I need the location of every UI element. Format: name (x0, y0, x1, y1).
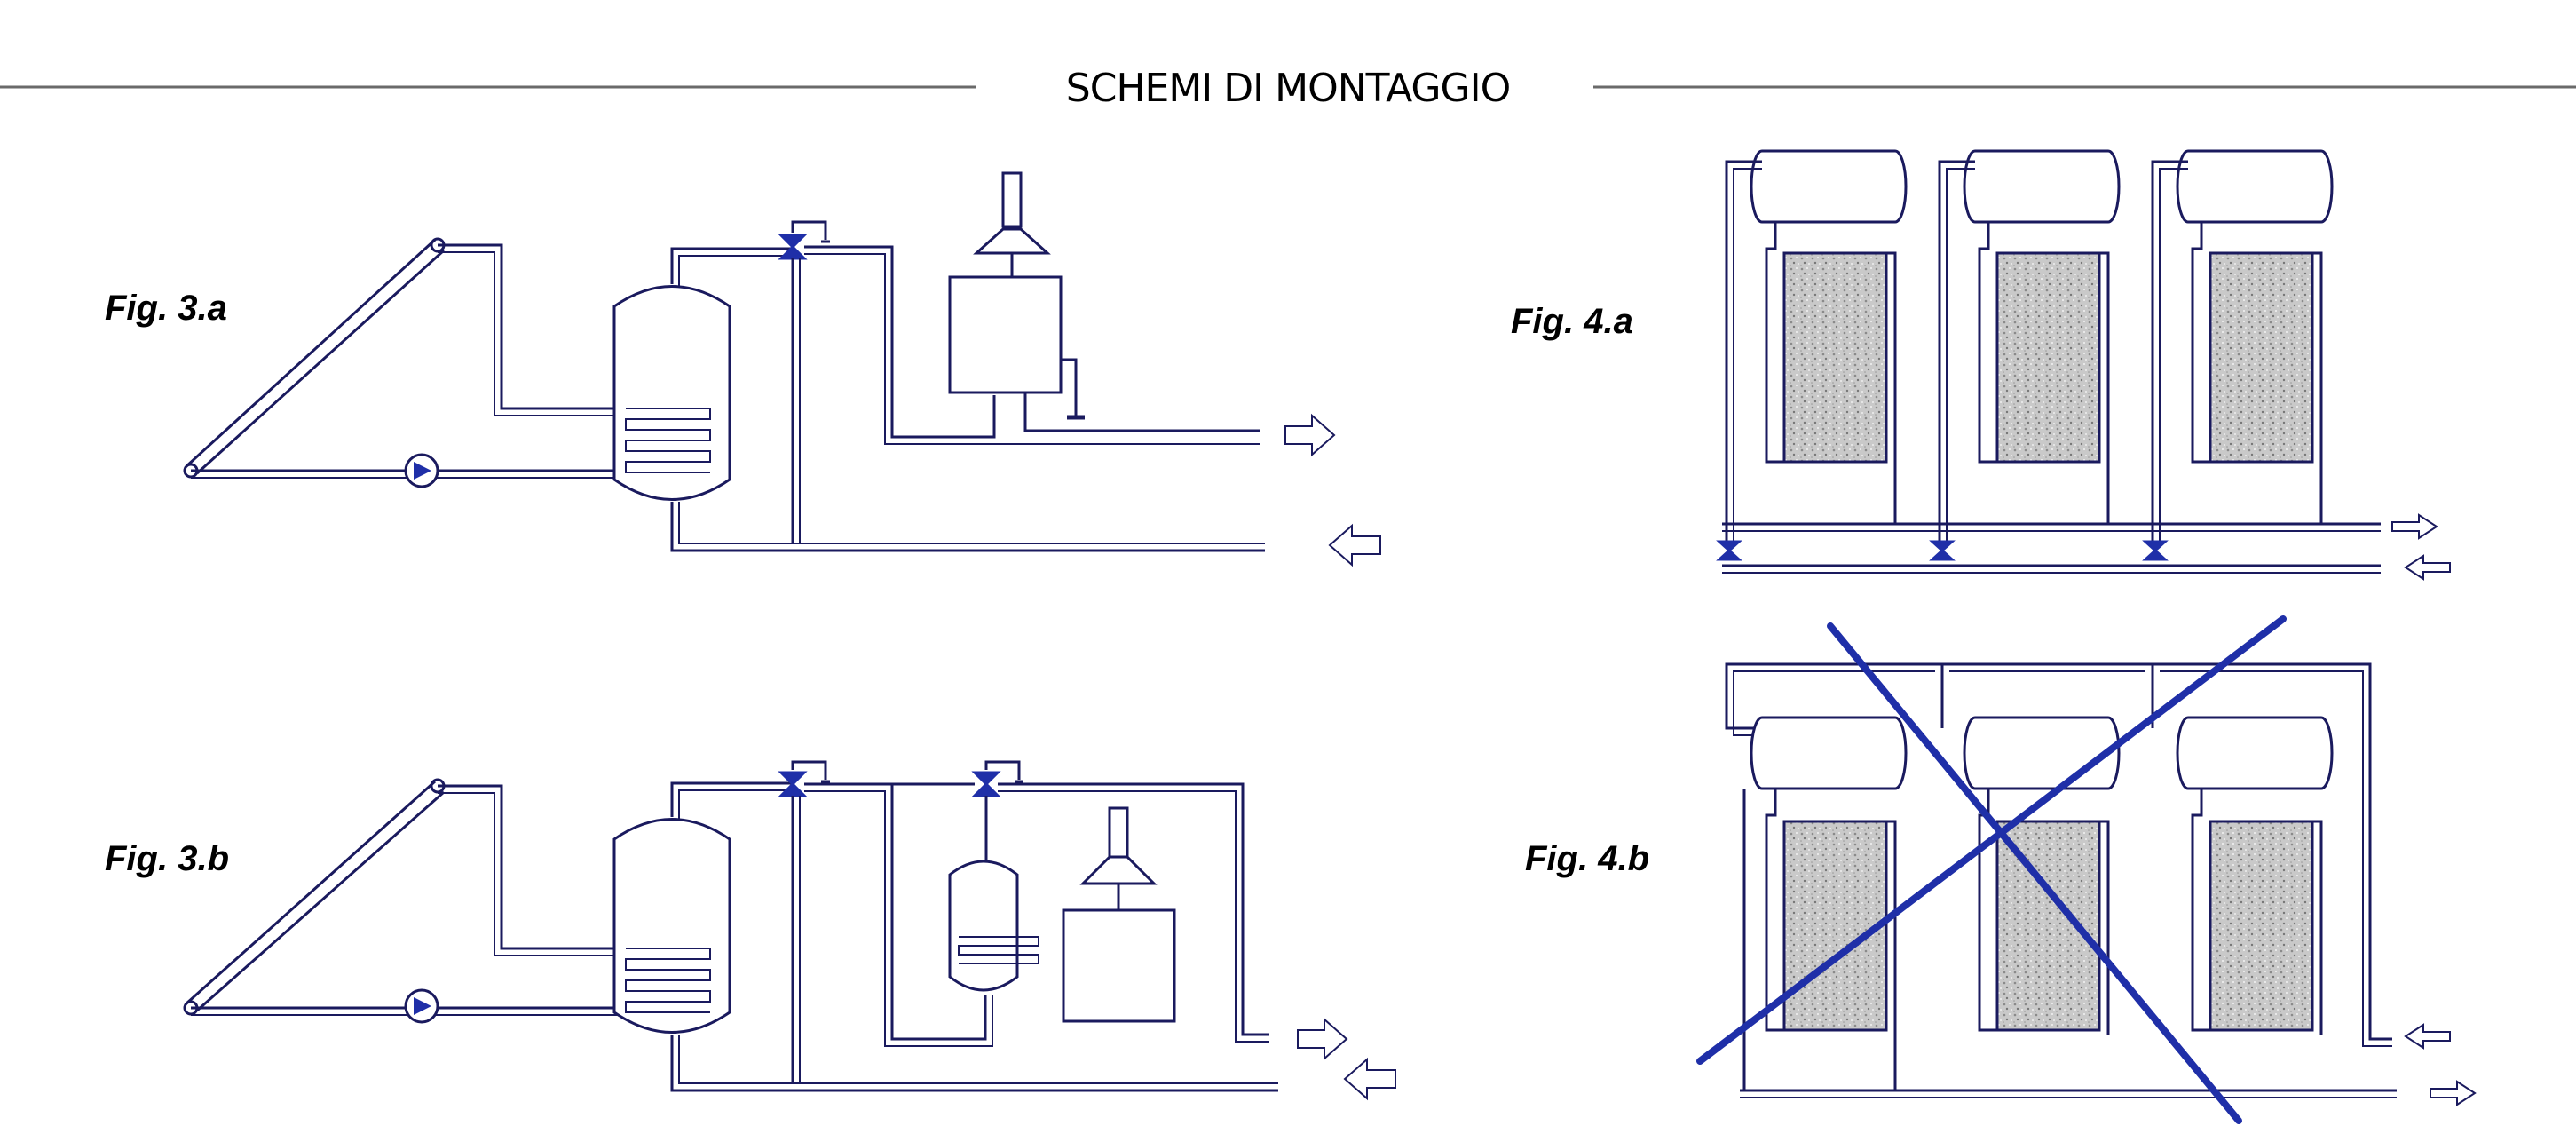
mixing-valve-3a (778, 220, 830, 260)
diagram-fig-3a (183, 171, 1265, 552)
outlet-arrow-4a (2391, 513, 2438, 540)
fig-3a-label: Fig. 3.a (105, 289, 227, 328)
arrows-4a (2391, 513, 2451, 581)
boiler-3a (948, 171, 1260, 432)
solar-unit-4a-2 (1938, 149, 2121, 543)
arrows-3a (1284, 413, 1381, 567)
inlet-arrow-3b (1343, 1057, 1396, 1101)
fig-3b-label: Fig. 3.b (105, 839, 229, 878)
boiler-3b (1062, 806, 1176, 1023)
outlet-arrow-3a (1284, 413, 1336, 457)
fig-4b-label: Fig. 4.b (1525, 839, 1649, 878)
diagram-fig-3b (183, 760, 1278, 1092)
solar-collector-3b (183, 778, 446, 1016)
inlet-arrow-4b (2404, 1023, 2451, 1050)
inlet-arrow-3a (1328, 523, 1381, 567)
solar-unit-4b-1 (1742, 716, 1908, 1090)
solar-unit-4b-3 (2176, 716, 2334, 1035)
solar-unit-4a-3 (2151, 149, 2334, 543)
diagram-fig-4a (1716, 149, 2381, 574)
secondary-tank-3b (948, 860, 1039, 992)
cross-out-4b (1696, 615, 2287, 1124)
mixing-valve-3b-1 (778, 760, 830, 797)
diagram-fig-4b (1725, 662, 2397, 1098)
storage-tank-3a (612, 285, 731, 501)
outlet-arrow-4b (2430, 1080, 2477, 1106)
inlet-arrow-4a (2404, 554, 2451, 581)
pump-3b (404, 988, 439, 1024)
arrows-3b (1297, 1017, 1396, 1101)
valves-4a (1716, 540, 2169, 561)
storage-tank-3b (612, 818, 731, 1034)
arrows-4b (2404, 1023, 2477, 1106)
outlet-arrow-3b (1297, 1017, 1348, 1061)
solar-collector-3a (183, 237, 446, 479)
pump-3a (404, 453, 439, 488)
fig-4a-label: Fig. 4.a (1511, 302, 1633, 341)
solar-unit-4a-1 (1725, 149, 1908, 543)
page-title: SCHEMI DI MONTAGGIO (1065, 66, 1511, 111)
